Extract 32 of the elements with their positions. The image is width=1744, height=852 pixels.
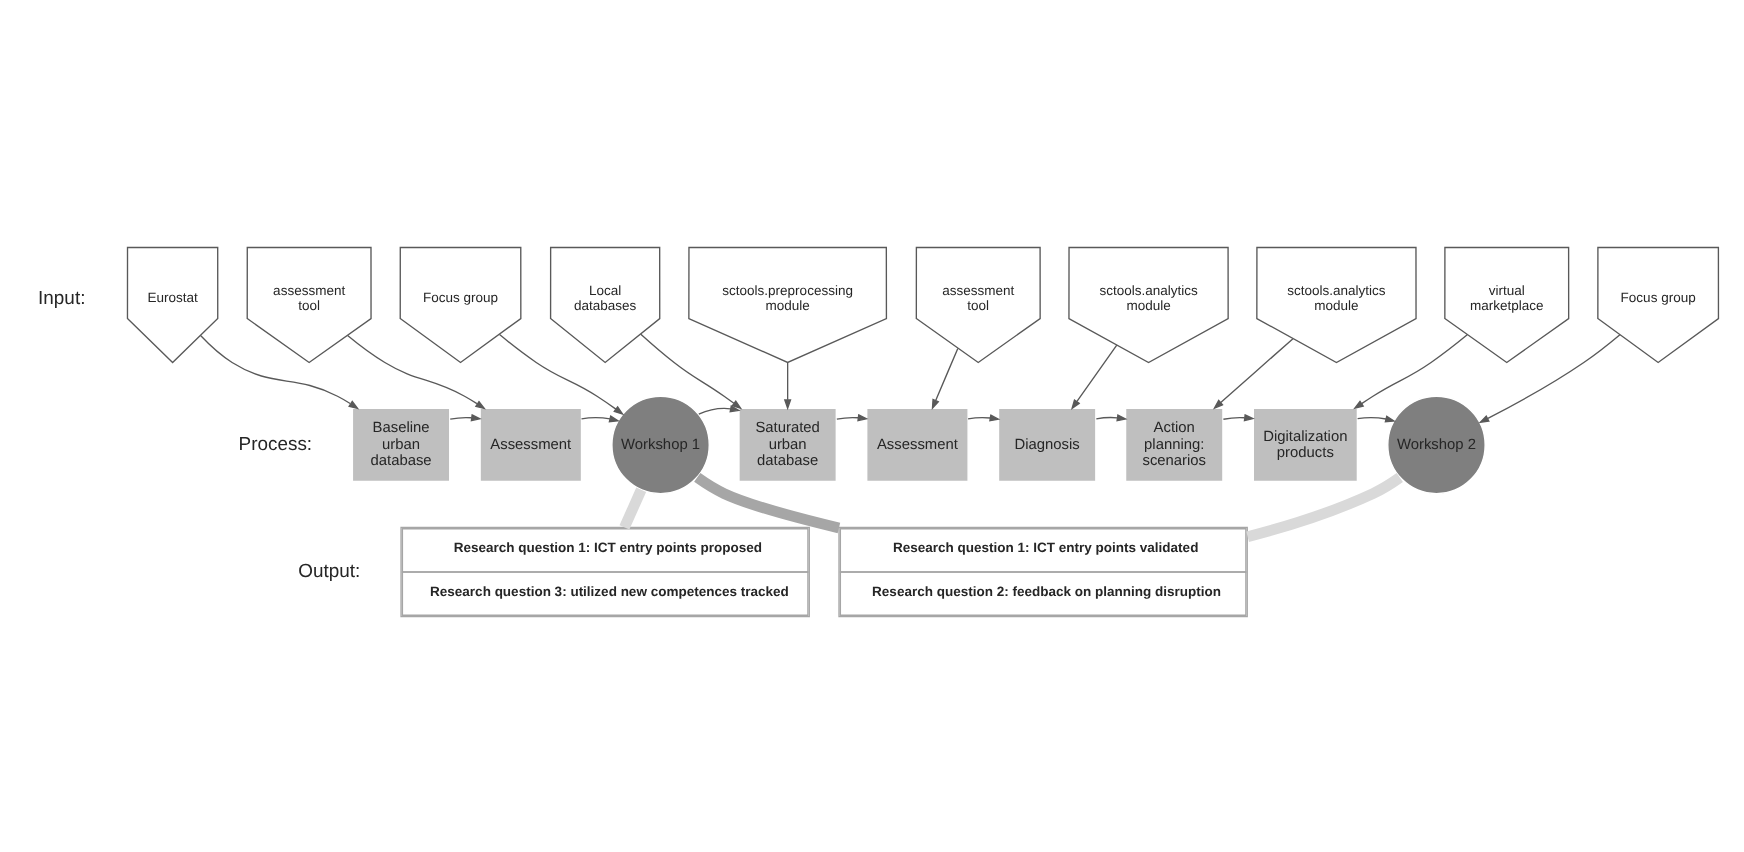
arrow (783, 362, 792, 411)
arrow (698, 405, 741, 415)
arrow (967, 414, 1001, 422)
arrow (1212, 338, 1294, 410)
arrow (1356, 415, 1396, 423)
arrow (1070, 344, 1118, 410)
node-box: Action planning: scenarios (1124, 407, 1224, 483)
node-box: Digitalization products (1252, 407, 1359, 483)
arrow (346, 334, 486, 410)
connector (619, 487, 647, 530)
arrow (931, 347, 959, 410)
arrow (498, 333, 625, 416)
node-circle: Workshop 2 (1387, 395, 1486, 495)
label: Process: (238, 433, 313, 456)
connector (694, 473, 841, 534)
label: Output: (298, 560, 361, 583)
connector (1246, 473, 1403, 542)
node-box: Saturated urban database (738, 407, 837, 483)
node-box: Baseline urban database (351, 407, 451, 483)
arrow (1353, 334, 1468, 410)
arrow (1095, 414, 1128, 422)
node-box: Diagnosis (997, 407, 1097, 483)
arrow (449, 413, 482, 422)
arrow (580, 415, 620, 423)
arrow (1222, 413, 1255, 422)
label: Input: (38, 287, 86, 310)
node-box: Assessment (866, 407, 969, 483)
node-box: Assessment (479, 407, 583, 483)
arrow (836, 413, 869, 422)
arrow (200, 335, 360, 410)
arrow (1478, 334, 1621, 424)
arrow (640, 333, 743, 410)
